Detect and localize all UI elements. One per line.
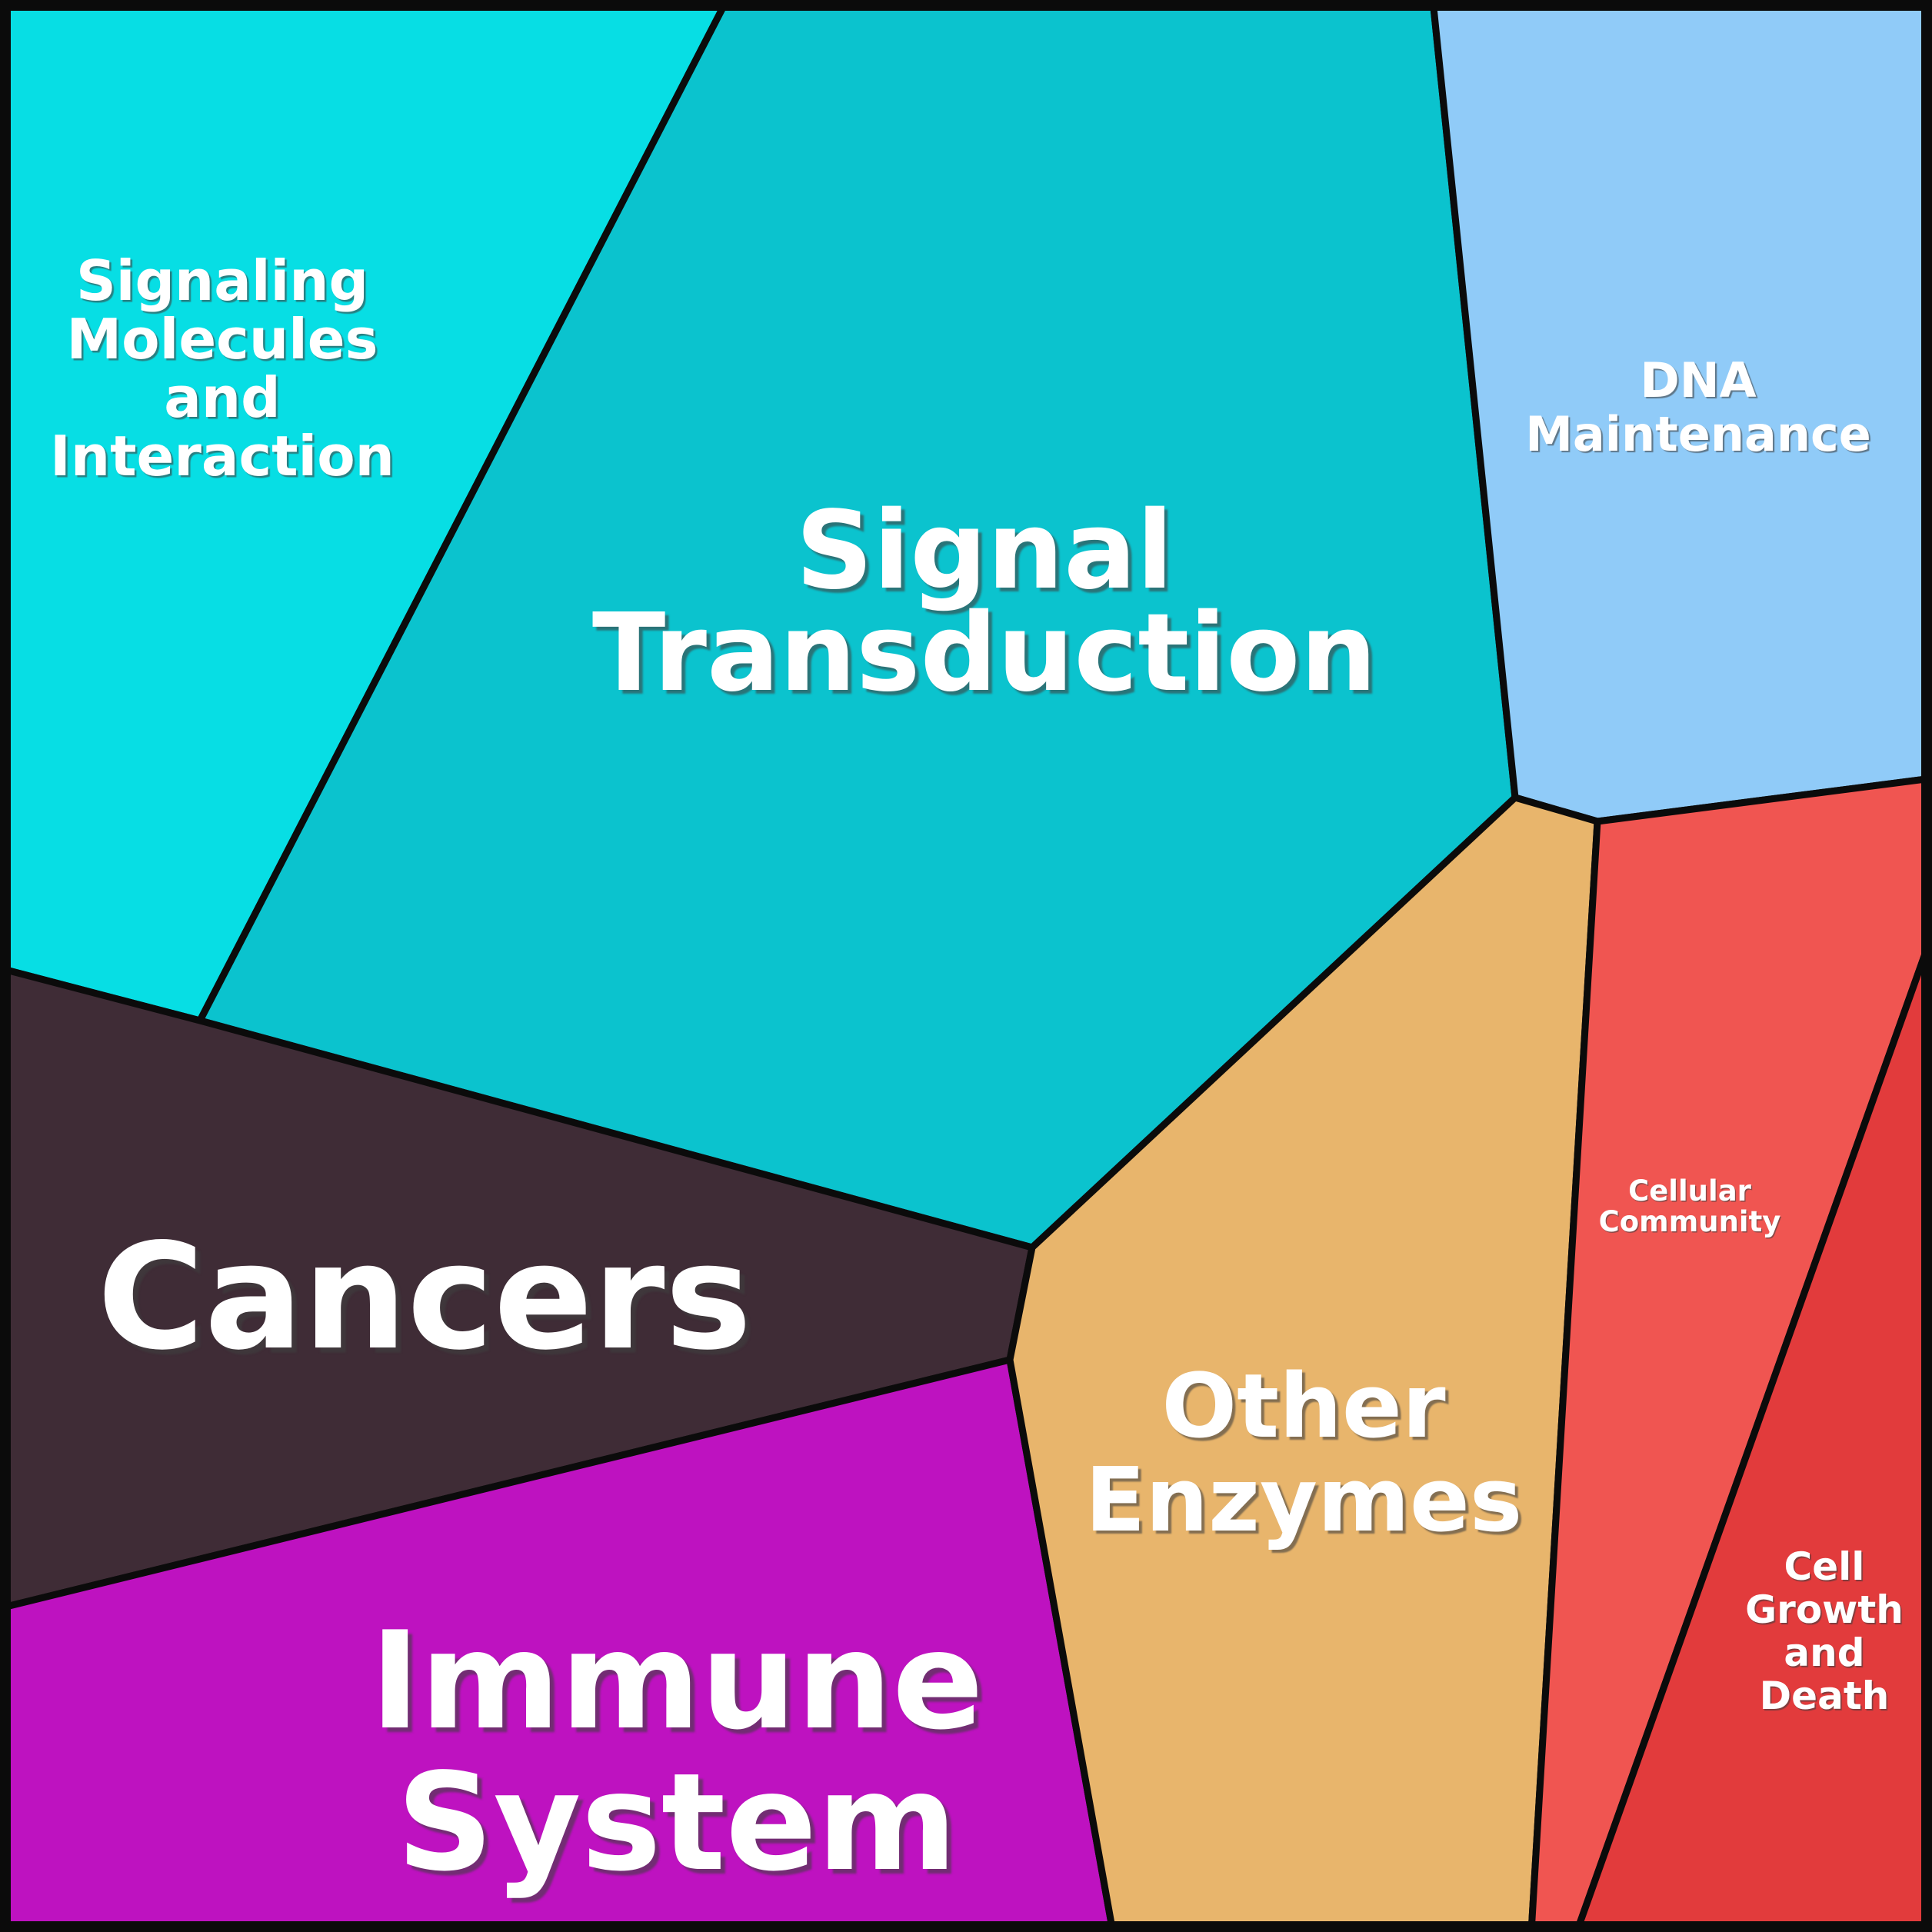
dna-maintenance-label-line2: Maintenance <box>1525 406 1871 462</box>
immune-system-label-line2: System <box>397 1745 958 1901</box>
dna-maintenance-label-line1: DNA <box>1640 352 1756 408</box>
cell-growth-and-death-area <box>1573 931 1932 1932</box>
signaling-molecules-label-line3: and <box>164 365 280 430</box>
signal-transduction-label-line1: Signal <box>795 488 1173 614</box>
cell-growth-and-death-label-line1: Cell <box>1784 1544 1865 1589</box>
region-cell-growth-and-death: Cell Growth and Death <box>1573 931 1932 1932</box>
other-enzymes-label-line1: Other <box>1161 1355 1446 1458</box>
cell-growth-and-death-label-line3: and <box>1784 1631 1864 1675</box>
region-dna-maintenance: DNA Maintenance <box>1429 0 1932 825</box>
region-signaling-molecules: Signaling Molecules and Interaction <box>0 0 731 1024</box>
signaling-molecules-label-line2: Molecules <box>67 307 378 371</box>
signaling-molecules-label-line4: Interaction <box>50 424 395 488</box>
signal-transduction-label-line2: Transduction <box>592 591 1377 716</box>
signaling-molecules-label-line1: Signaling <box>76 248 368 313</box>
other-enzymes-label-line2: Enzymes <box>1085 1449 1523 1552</box>
cell-growth-and-death-label-line4: Death <box>1760 1674 1890 1718</box>
cancers-label-line1: Cancers <box>97 1212 751 1382</box>
cell-growth-and-death-label-line2: Growth <box>1745 1587 1904 1632</box>
cellular-community-label-line1: Cellular <box>1628 1174 1752 1208</box>
region-immune-system: Immune System <box>0 1356 1117 1932</box>
immune-system-label-line1: Immune <box>370 1604 984 1760</box>
region-cancers: Cancers <box>0 964 1036 1612</box>
cellular-community-label-line2: Community <box>1599 1205 1781 1238</box>
immune-system-area <box>0 1356 1117 1932</box>
region-signal-transduction: Signal Transduction <box>196 0 1519 1251</box>
